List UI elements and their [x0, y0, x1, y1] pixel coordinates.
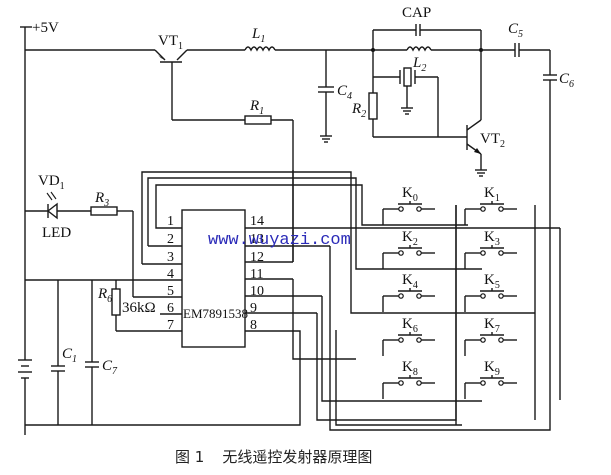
- key-switch-k0: K0: [382, 185, 435, 225]
- key-label: K9: [484, 359, 500, 378]
- svg-text:C1: C1: [62, 346, 77, 365]
- svg-text:R3: R3: [94, 190, 109, 209]
- wire-pin3: [141, 171, 535, 314]
- svg-text:R1: R1: [249, 98, 264, 117]
- ic-em7891538: EM7891538 1 2 3 4 5 6 7 14 13 12 11 10 9…: [25, 209, 560, 348]
- inductor-l1: L1: [244, 26, 276, 52]
- svg-text:3: 3: [167, 250, 174, 265]
- supply-label: +5V: [32, 20, 59, 36]
- svg-text:VT1: VT1: [158, 33, 183, 52]
- svg-text:R2: R2: [351, 101, 366, 120]
- key-switch-k9: K9: [464, 359, 517, 399]
- power-supply: +5V: [20, 20, 59, 360]
- svg-text:C5: C5: [508, 21, 523, 40]
- key-label: K2: [402, 229, 418, 248]
- key-label: K6: [402, 316, 418, 335]
- cap-label: CAP: [402, 5, 431, 21]
- resistor-r3: R3: [57, 190, 182, 298]
- svg-text:L2: L2: [412, 55, 426, 74]
- key-label: K8: [402, 359, 418, 378]
- battery: [18, 359, 32, 435]
- svg-text:2: 2: [167, 232, 174, 247]
- wire-pin13: [329, 246, 551, 431]
- key-switch-k5: K5: [464, 272, 517, 312]
- svg-text:VT2: VT2: [480, 131, 505, 150]
- svg-text:9: 9: [250, 301, 257, 316]
- key-label: K7: [484, 316, 500, 335]
- svg-text:C6: C6: [559, 71, 574, 90]
- key-switch-k4: K4: [382, 272, 435, 312]
- capacitor-c5: C5: [481, 21, 550, 57]
- svg-text:R6: R6: [97, 286, 112, 305]
- inductor-l2: L2: [373, 46, 481, 74]
- capacitor-c4: C4: [318, 50, 352, 143]
- capacitor-c1: C1: [51, 280, 77, 425]
- transistor-vt2: VT2: [466, 50, 505, 177]
- capacitor-c7: C7: [85, 280, 118, 425]
- svg-text:C7: C7: [102, 358, 118, 377]
- resistor-r2: R2: [351, 50, 467, 138]
- key-switch-k2: K2: [382, 229, 435, 269]
- key-switch-k7: K7: [464, 316, 517, 356]
- wire-bus-a: [335, 330, 462, 426]
- vt1-label: VT: [158, 33, 178, 49]
- key-label: K5: [484, 272, 500, 291]
- svg-text:36kΩ: 36kΩ: [122, 300, 156, 316]
- wire-pin2: [147, 177, 482, 270]
- wire-pin1: [155, 184, 468, 229]
- key-switch-k1: K1: [464, 185, 517, 225]
- svg-text:C4: C4: [337, 83, 352, 102]
- wire-pin10: [321, 296, 482, 402]
- ground-bus: [25, 330, 301, 426]
- key-switch-k6: K6: [382, 316, 435, 356]
- wire-pin11: [292, 279, 356, 360]
- svg-text:11: 11: [250, 267, 263, 282]
- capacitor-c6: C6: [543, 50, 574, 398]
- svg-text:7: 7: [167, 318, 174, 333]
- led-vd1: VD1 LED: [25, 173, 71, 241]
- svg-text:LED: LED: [42, 225, 71, 241]
- svg-text:1: 1: [167, 214, 174, 229]
- svg-text:4: 4: [167, 267, 174, 282]
- svg-text:8: 8: [250, 318, 257, 333]
- svg-text:10: 10: [250, 284, 264, 299]
- svg-text:12: 12: [250, 250, 264, 265]
- key-switch-k8: K8: [382, 359, 435, 399]
- transistor-vt1: VT1: [154, 33, 188, 120]
- key-switch-k3: K3: [464, 229, 517, 269]
- key-label: K4: [402, 272, 418, 291]
- svg-text:6: 6: [167, 301, 174, 316]
- key-label: K0: [402, 185, 418, 204]
- svg-text:VD1: VD1: [38, 173, 65, 192]
- svg-text:L1: L1: [251, 26, 265, 45]
- key-label: K1: [484, 185, 500, 204]
- svg-text:13: 13: [250, 232, 264, 247]
- svg-text:5: 5: [167, 284, 174, 299]
- crystal-resonator: [373, 67, 439, 137]
- key-label: K3: [484, 229, 500, 248]
- watermark: www.wuyazi.com: [208, 231, 351, 250]
- svg-text:EM7891538: EM7891538: [183, 306, 248, 321]
- svg-text:14: 14: [250, 214, 264, 229]
- resistor-r6: R6 36kΩ: [97, 280, 156, 331]
- capacitor-cap: CAP: [372, 5, 482, 50]
